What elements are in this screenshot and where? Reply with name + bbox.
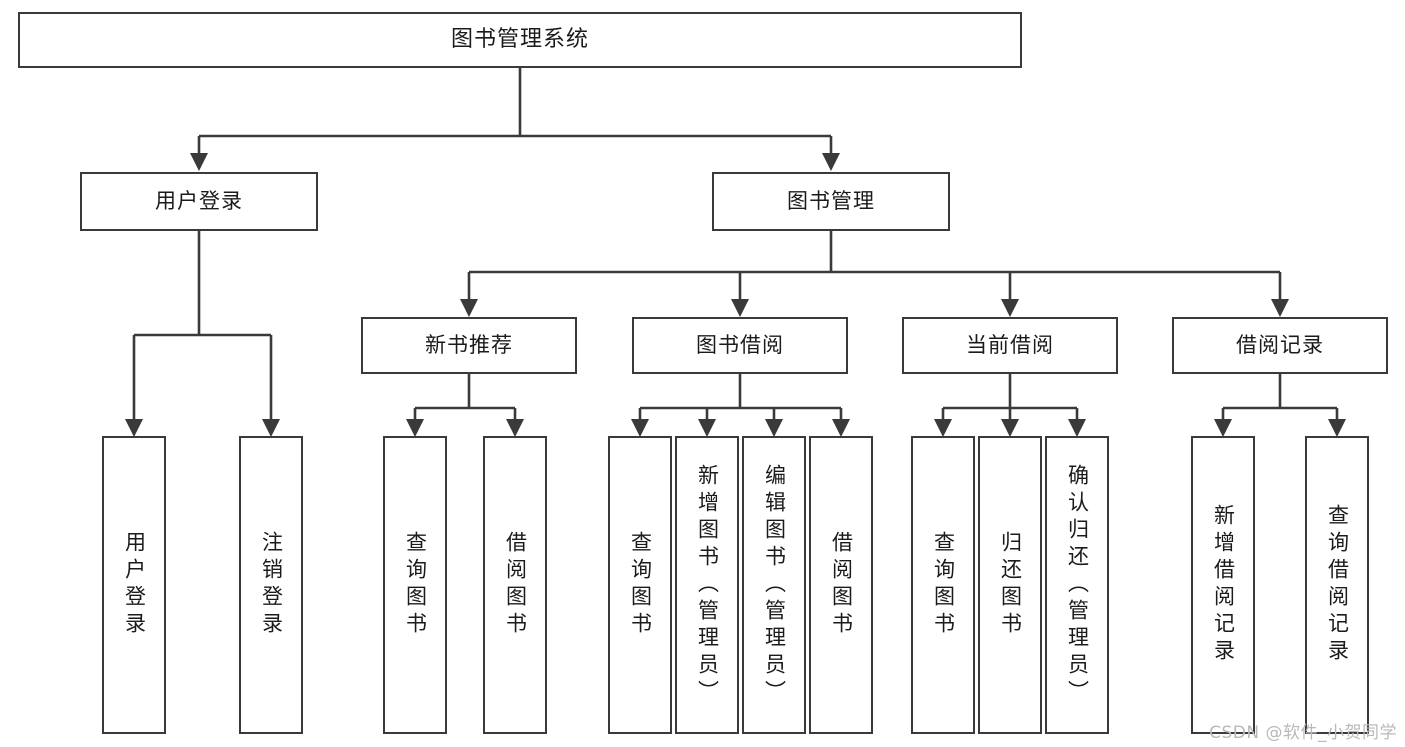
leaf-borrow-edit-book-admin[interactable]: 编辑图书（管理员） xyxy=(742,436,806,734)
node-label: 图书借阅 xyxy=(696,332,784,357)
leaf-new-books-query[interactable]: 查询图书 xyxy=(383,436,447,734)
node-label: 借阅图书 xyxy=(503,531,528,639)
node-label: 当前借阅 xyxy=(966,332,1054,357)
node-root-book-management-system[interactable]: 图书管理系统 xyxy=(18,12,1022,68)
node-label: 查询借阅记录 xyxy=(1325,504,1350,666)
node-label: 用户登录 xyxy=(155,188,243,213)
leaf-user-login-signin[interactable]: 用户登录 xyxy=(102,436,166,734)
leaf-borrow-query-book[interactable]: 查询图书 xyxy=(608,436,672,734)
node-new-book-recommendation[interactable]: 新书推荐 xyxy=(361,317,577,374)
node-user-login[interactable]: 用户登录 xyxy=(80,172,318,231)
node-label: 借阅图书 xyxy=(829,531,854,639)
node-label: 用户登录 xyxy=(122,531,147,639)
node-label: 归还图书 xyxy=(998,531,1023,639)
node-label: 新书推荐 xyxy=(425,332,513,357)
node-label: 新增借阅记录 xyxy=(1211,504,1236,666)
leaf-borrow-add-book-admin[interactable]: 新增图书（管理员） xyxy=(675,436,739,734)
leaf-user-login-signout[interactable]: 注销登录 xyxy=(239,436,303,734)
node-label: 借阅记录 xyxy=(1236,332,1324,357)
node-label: 查询图书 xyxy=(403,531,428,639)
leaf-current-confirm-return-admin[interactable]: 确认归还（管理员） xyxy=(1045,436,1109,734)
leaf-records-query-record[interactable]: 查询借阅记录 xyxy=(1305,436,1369,734)
node-current-borrowing[interactable]: 当前借阅 xyxy=(902,317,1118,374)
node-label: 编辑图书（管理员） xyxy=(762,463,787,707)
node-book-borrowing[interactable]: 图书借阅 xyxy=(632,317,848,374)
node-label: 确认归还（管理员） xyxy=(1065,463,1090,707)
leaf-current-query-book[interactable]: 查询图书 xyxy=(911,436,975,734)
node-borrowing-records[interactable]: 借阅记录 xyxy=(1172,317,1388,374)
leaf-new-books-borrow[interactable]: 借阅图书 xyxy=(483,436,547,734)
watermark-text: CSDN @软件_小贺同学 xyxy=(1209,723,1397,743)
leaf-borrow-borrow-book[interactable]: 借阅图书 xyxy=(809,436,873,734)
node-label: 注销登录 xyxy=(259,531,284,639)
node-label: 新增图书（管理员） xyxy=(695,463,720,707)
leaf-records-add-record[interactable]: 新增借阅记录 xyxy=(1191,436,1255,734)
node-label: 查询图书 xyxy=(931,531,956,639)
node-label: 查询图书 xyxy=(628,531,653,639)
node-book-management[interactable]: 图书管理 xyxy=(712,172,950,231)
node-label: 图书管理系统 xyxy=(450,26,589,52)
leaf-current-return-book[interactable]: 归还图书 xyxy=(978,436,1042,734)
node-label: 图书管理 xyxy=(787,188,875,213)
